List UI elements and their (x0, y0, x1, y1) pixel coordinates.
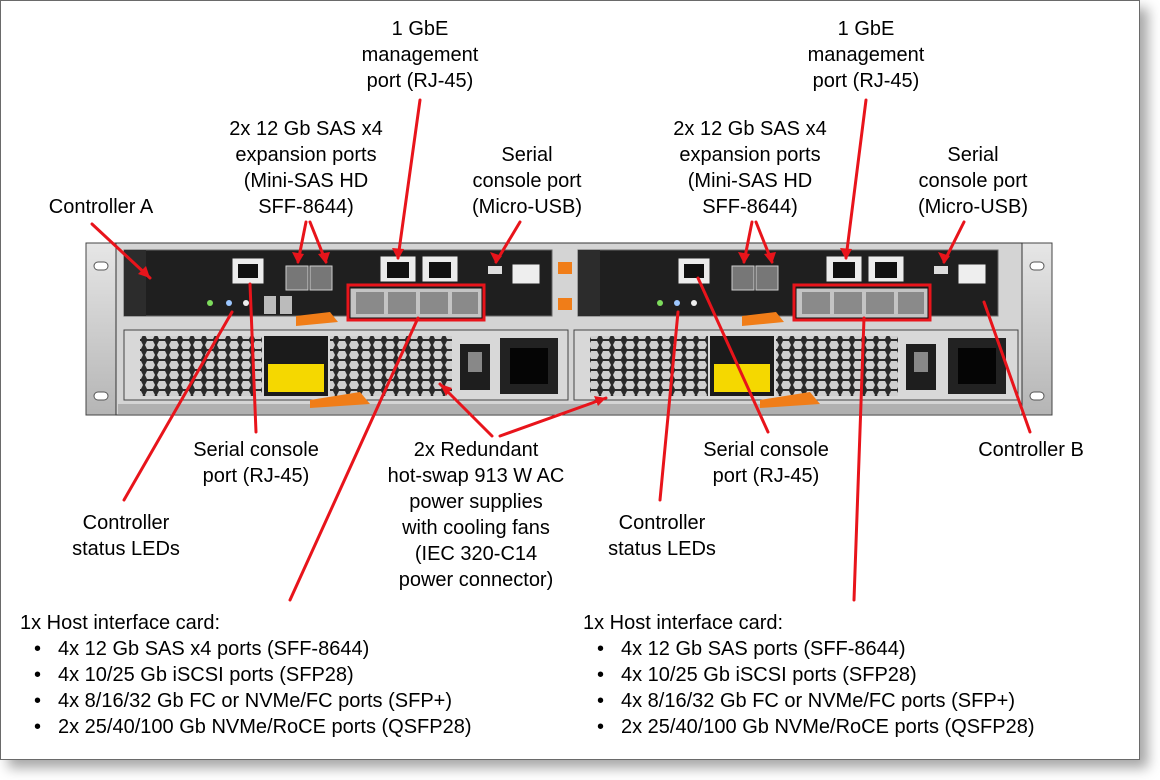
label-serial-usb-a: Serial console port (Micro-USB) (472, 144, 582, 218)
hic-item: 4x 10/25 Gb iSCSI ports (SFP28) (34, 662, 472, 688)
label-controller-b: Controller B (978, 439, 1084, 461)
callout-hic-a (288, 316, 420, 602)
callout-mgmt-b (844, 98, 868, 260)
label-power-supplies: 2x Redundant hot-swap 913 W AC power sup… (387, 439, 565, 591)
callout-leds-a (122, 310, 234, 502)
hic-title-b: 1x Host interface card: (583, 612, 784, 634)
hic-highlight-b (792, 283, 932, 322)
hic-item: 2x 25/40/100 Gb NVMe/RoCE ports (QSFP28) (34, 714, 472, 740)
label-serial-rj45-a: Serial console port (RJ-45) (193, 439, 319, 487)
hic-title-a: 1x Host interface card: (20, 612, 221, 634)
callout-hic-b (852, 316, 866, 602)
power-supply-a (123, 329, 569, 408)
label-sas-ports-b: 2x 12 Gb SAS x4 expansion ports (Mini-SA… (673, 118, 827, 218)
label-serial-usb-b: Serial console port (Micro-USB) (918, 144, 1028, 218)
controller-a-module (123, 249, 572, 326)
hic-item: 4x 12 Gb SAS x4 ports (SFF-8644) (34, 636, 472, 662)
callout-serial-rj45-b (696, 276, 770, 434)
hic-list-a: 1x Host interface card: 4x 12 Gb SAS x4 … (20, 610, 472, 740)
label-status-leds-b: Controller status LEDs (608, 512, 716, 560)
hic-item: 4x 8/16/32 Gb FC or NVMe/FC ports (SFP+) (34, 688, 472, 714)
power-supply-b (573, 329, 1019, 408)
hic-item: 2x 25/40/100 Gb NVMe/RoCE ports (QSFP28) (597, 714, 1035, 740)
label-status-leds-a: Controller status LEDs (72, 512, 180, 560)
callout-controller-b (982, 300, 1032, 434)
label-serial-rj45-b: Serial console port (RJ-45) (703, 439, 829, 487)
label-sas-ports-a: 2x 12 Gb SAS x4 expansion ports (Mini-SA… (229, 118, 383, 218)
rack-ear-right (1019, 242, 1053, 416)
callout-serial-rj45-a (248, 282, 258, 434)
hic-item: 4x 8/16/32 Gb FC or NVMe/FC ports (SFP+) (597, 688, 1035, 714)
hic-highlight-a (346, 283, 486, 322)
label-mgmt-port-a: 1 GbE management port (RJ-45) (361, 18, 479, 92)
callout-psu-a (438, 382, 494, 438)
callout-usb-a (494, 220, 522, 264)
hic-list-b: 1x Host interface card: 4x 12 Gb SAS por… (583, 610, 1035, 740)
label-controller-a: Controller A (48, 196, 154, 218)
label-mgmt-port-b: 1 GbE management port (RJ-45) (807, 18, 925, 92)
callout-leds-b (658, 310, 680, 502)
callout-psu-b (498, 396, 608, 438)
hic-item: 4x 10/25 Gb iSCSI ports (SFP28) (597, 662, 1035, 688)
callout-controller-a (90, 222, 152, 280)
rack-ear-left (85, 242, 119, 416)
hic-item: 4x 12 Gb SAS ports (SFF-8644) (597, 636, 1035, 662)
controller-b-module (577, 249, 999, 326)
callout-mgmt-a (396, 98, 422, 260)
